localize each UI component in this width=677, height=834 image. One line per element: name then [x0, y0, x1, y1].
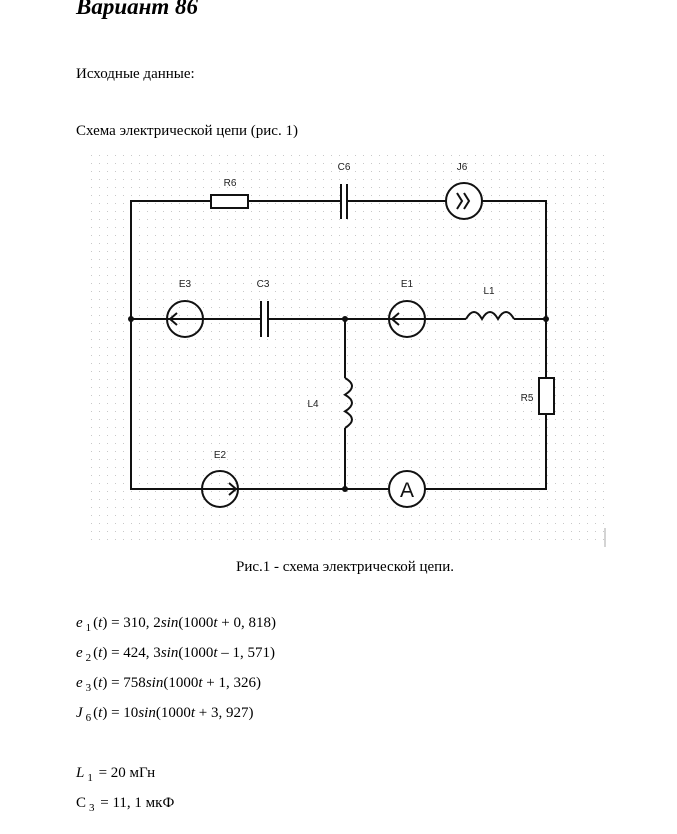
- ammeter-label: A: [400, 479, 414, 502]
- label-r5: R5: [521, 393, 534, 404]
- equation-variable: e: [76, 615, 83, 631]
- equation-part: t: [213, 615, 218, 631]
- circuit-diagram: A R6 C6 J6 E3 C3 E1 L1 L4 R5 E2: [86, 155, 606, 547]
- resistor-r6: [210, 194, 249, 209]
- equation-part: t: [98, 615, 103, 631]
- voltage-source-e2: [201, 470, 239, 508]
- equation-part: ) = 424, 3: [102, 645, 161, 661]
- current-source-j6: [445, 182, 483, 220]
- equation-part: t: [98, 675, 103, 691]
- capacitor-c3: [260, 301, 269, 337]
- parameter-value: = 20 мГн: [94, 765, 156, 781]
- equation-subscript: 1: [85, 622, 92, 634]
- equation-part: (1000: [155, 705, 191, 721]
- page-title: Вариант 86: [76, 0, 199, 19]
- equation-part: t: [190, 705, 195, 721]
- voltage-source-e1: [388, 300, 426, 338]
- parameter-value: = 11, 1 мкФ: [96, 795, 175, 811]
- equation-part: + 0, 818): [217, 615, 276, 631]
- equation-part: ) = 758: [102, 675, 146, 691]
- equation-part: sin: [160, 645, 179, 661]
- equation-part: sin: [138, 705, 156, 721]
- voltage-source-e3: [166, 300, 204, 338]
- equation-part: sin: [160, 615, 179, 631]
- label-r6: R6: [224, 178, 237, 189]
- capacitor-c6: [340, 184, 348, 219]
- equation-variable: J: [76, 705, 83, 721]
- equation-variable: e: [76, 645, 83, 661]
- equation-part: + 1, 326): [202, 675, 261, 691]
- label-c3: C3: [257, 279, 270, 290]
- label-l1: L1: [483, 286, 495, 297]
- equation-part: sin: [145, 675, 164, 691]
- label-e3: E3: [179, 279, 192, 290]
- label-l4: L4: [307, 399, 319, 410]
- equation-part: (1000: [178, 615, 214, 631]
- equation-part: (: [93, 615, 99, 631]
- inductor-l1: [465, 311, 515, 322]
- resistor-r5: [538, 377, 555, 415]
- inductor-l4: [343, 377, 353, 429]
- label-j6: J6: [457, 162, 468, 173]
- equation-part: – 1, 571): [217, 645, 275, 661]
- equation-variable: e: [76, 675, 83, 691]
- equation-part: t: [98, 705, 103, 721]
- label-e1: E1: [401, 279, 414, 290]
- equation-part: (1000: [163, 675, 199, 691]
- equation-part: + 3, 927): [195, 705, 254, 721]
- equation-part: t: [198, 675, 203, 691]
- equation-subscript: 6: [85, 712, 92, 724]
- figure-caption: Рис.1 - схема электрической цепи.: [235, 559, 454, 575]
- scheme-label: Схема электрической цепи (рис. 1): [76, 123, 298, 139]
- parameter-variable: L: [76, 765, 85, 781]
- ammeter: [388, 470, 426, 508]
- parameter-subscript: 1: [87, 772, 93, 784]
- equation-subscript: 3: [85, 682, 92, 694]
- parameter-subscript: 3: [89, 802, 95, 814]
- equation-part: (: [93, 705, 99, 721]
- nodes: [128, 316, 549, 492]
- intro-label: Исходные данные:: [76, 66, 195, 82]
- equation-part: ) = 310, 2: [102, 615, 161, 631]
- label-c6: C6: [338, 162, 351, 173]
- equation-part: ) = 10: [102, 705, 139, 721]
- equation-part: t: [98, 645, 103, 661]
- parameter-variable: C: [76, 795, 87, 811]
- equation-part: (: [93, 675, 99, 691]
- equation-subscript: 2: [85, 652, 92, 664]
- label-e2: E2: [214, 450, 227, 461]
- equation-part: (: [93, 645, 99, 661]
- equation-part: t: [213, 645, 218, 661]
- equation-part: (1000: [178, 645, 214, 661]
